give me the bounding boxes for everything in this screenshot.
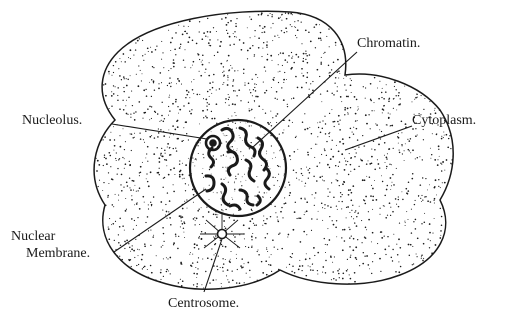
centrosome-label: Centrosome. (168, 296, 239, 311)
chromatin-label: Chromatin. (357, 36, 420, 51)
nuclear-membrane-label-line2: Membrane. (26, 246, 90, 261)
nuclear-membrane-label-line1: Nuclear (11, 229, 56, 244)
nucleolus-label: Nucleolus. (22, 113, 82, 128)
cytoplasm-label: Cytoplasm. (412, 113, 476, 128)
